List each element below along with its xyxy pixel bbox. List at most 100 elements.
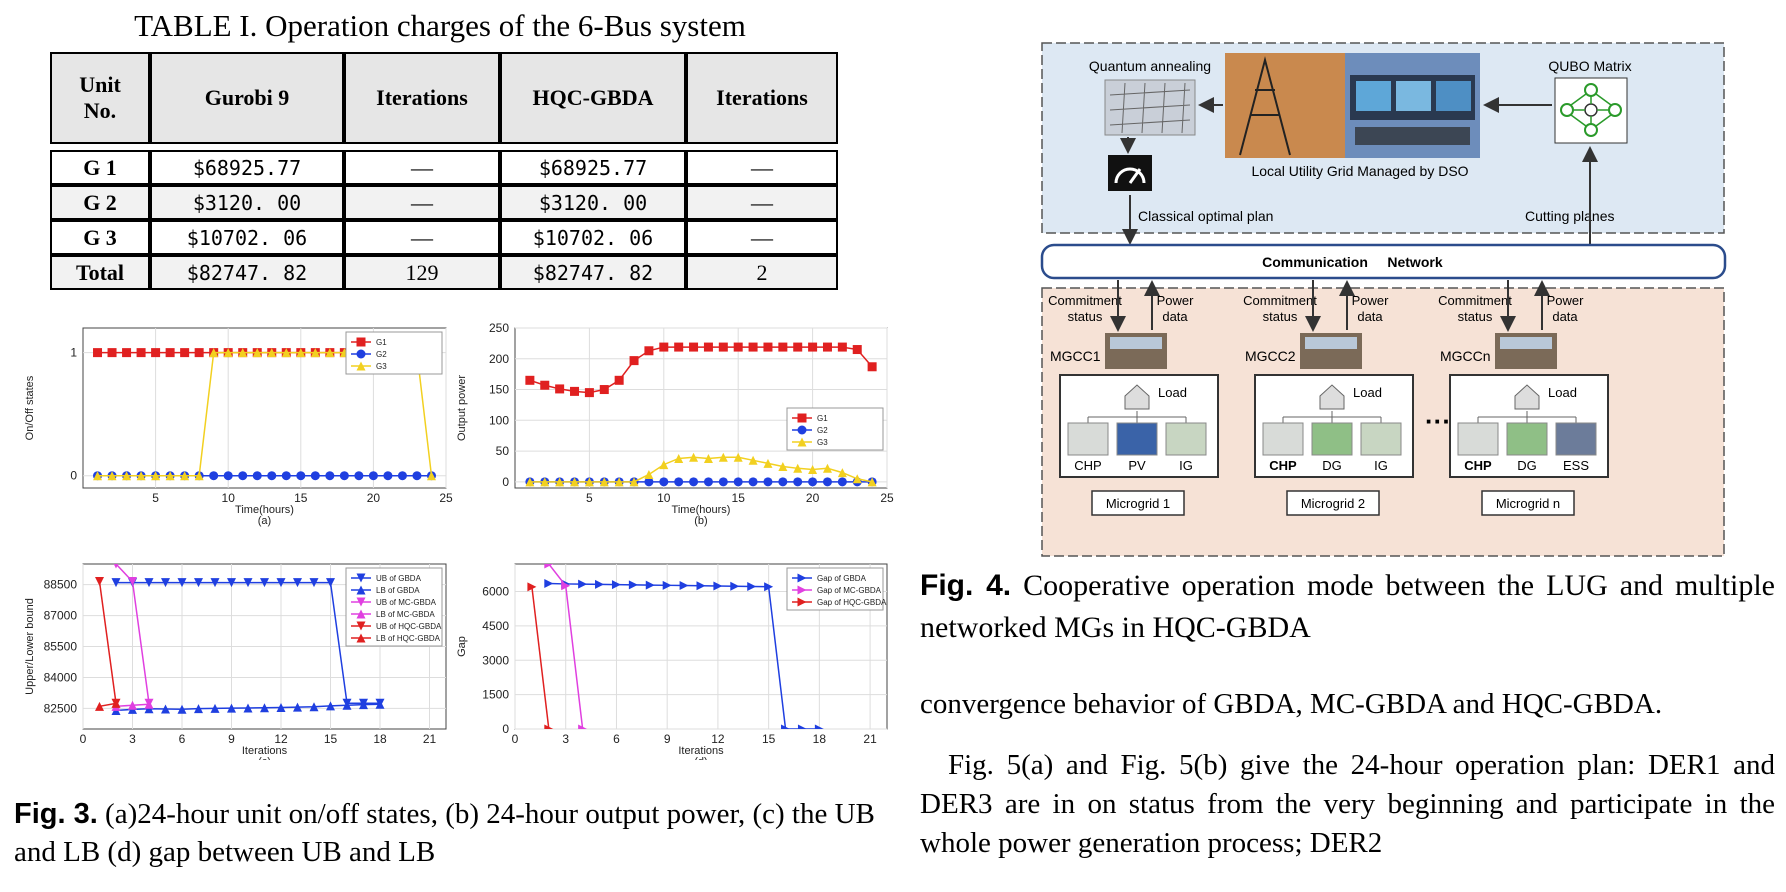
panel-label: (c)	[258, 756, 271, 760]
commitment-label: Commitment	[1243, 293, 1317, 308]
house-icon	[1319, 384, 1345, 410]
data-point	[867, 362, 877, 372]
cutting-planes-label: Cutting planes	[1525, 208, 1615, 224]
legend-marker	[797, 413, 807, 423]
data-point	[525, 375, 535, 385]
fig3-caption-label: Fig. 3.	[14, 798, 98, 830]
data-point	[814, 724, 824, 729]
data-point	[368, 471, 378, 481]
x-tick-label: 6	[613, 732, 620, 746]
legend-marker	[356, 585, 366, 595]
data-point	[223, 348, 233, 358]
data-point	[718, 477, 728, 487]
legend-label: LB of GBDA	[376, 586, 420, 595]
data-point	[426, 471, 436, 481]
table-row: G 2 $3120. 00 — $3120. 00 —	[50, 185, 838, 220]
data-point	[525, 477, 535, 487]
y-tick-label: 200	[489, 352, 509, 366]
data-point	[544, 724, 554, 729]
legend-label: Gap of MC-GBDA	[817, 586, 882, 595]
cell-gurobi: $82747. 82	[150, 255, 344, 290]
data-point	[793, 477, 803, 487]
data-point	[93, 348, 103, 358]
mgcc-label: MGCC2	[1245, 348, 1296, 364]
cell-gurobi: $68925.77	[150, 150, 344, 185]
x-tick-label: 20	[367, 491, 381, 505]
data-point	[822, 463, 832, 473]
unit-icon	[1360, 422, 1402, 456]
data-point	[177, 578, 187, 588]
data-point	[540, 477, 550, 487]
data-point	[293, 578, 302, 588]
cell-hqc: $82747. 82	[500, 255, 686, 290]
cell-hqc: $10702. 06	[500, 220, 686, 255]
mgcc-label: MGCCn	[1440, 348, 1491, 364]
data-point	[867, 477, 877, 487]
data-point	[703, 342, 713, 352]
data-point	[210, 578, 220, 588]
legend-marker	[797, 437, 807, 447]
qubo-matrix-icon	[1554, 77, 1628, 144]
data-point	[144, 578, 154, 588]
bus-lines	[1477, 411, 1577, 423]
x-tick-label: 15	[762, 732, 776, 746]
data-point	[797, 724, 807, 729]
legend-label: G1	[817, 414, 828, 423]
x-tick-label: 6	[179, 732, 186, 746]
data-point	[645, 580, 655, 590]
data-point	[733, 452, 743, 462]
status-label: status	[1263, 309, 1298, 324]
y-tick-label: 84000	[44, 670, 78, 684]
data-point	[555, 477, 565, 487]
data-point	[730, 581, 740, 591]
x-tick-label: 20	[806, 491, 820, 505]
data-point	[128, 700, 137, 710]
data-point	[227, 703, 236, 713]
data-point	[210, 703, 220, 713]
data-point	[748, 342, 758, 352]
fig4-diagram: Quantum annealing Local Utility Grid Man…	[1040, 42, 1727, 557]
series-line	[98, 581, 117, 704]
y-axis-label: Gap	[456, 636, 468, 657]
data-point	[718, 452, 728, 462]
y-axis-label: Upper/Lower bound	[24, 598, 36, 695]
data-point	[107, 348, 117, 358]
data-point	[383, 471, 393, 481]
data-point	[570, 386, 580, 396]
data-label: data	[1357, 309, 1383, 324]
data-point	[151, 471, 161, 481]
microgrid-name-box	[1286, 490, 1380, 516]
data-point	[267, 471, 277, 481]
status-label: status	[1068, 309, 1103, 324]
data-point	[310, 348, 320, 358]
load-label: Load	[1158, 385, 1187, 400]
x-tick-label: 25	[439, 491, 453, 505]
data-point	[629, 477, 639, 487]
cell-gurobi: $3120. 00	[150, 185, 344, 220]
data-point	[595, 579, 605, 589]
data-point	[194, 471, 204, 481]
data-point	[662, 580, 672, 590]
data-point	[644, 477, 654, 487]
data-point	[375, 699, 385, 709]
data-point	[122, 471, 132, 481]
data-point	[325, 471, 335, 481]
data-point	[584, 477, 594, 487]
commitment-label: Commitment	[1438, 293, 1512, 308]
quantum-annealer-icon	[1104, 79, 1196, 136]
data-point	[544, 578, 554, 588]
y-tick-label: 0	[70, 469, 77, 483]
data-point	[111, 698, 121, 708]
microgrid-name: Microgrid 2	[1301, 496, 1365, 511]
mgcc-screen	[1305, 337, 1357, 349]
legend-marker	[797, 597, 807, 607]
microgrid-name: Microgrid 1	[1106, 496, 1170, 511]
data-point	[578, 724, 588, 729]
series-line	[531, 586, 550, 729]
fig4-caption: Fig. 4. Cooperative operation mode betwe…	[920, 565, 1775, 649]
legend-label: G2	[376, 350, 387, 359]
legend-label: LB of MC-GBDA	[376, 610, 435, 619]
comm-label: Communication	[1262, 254, 1368, 270]
